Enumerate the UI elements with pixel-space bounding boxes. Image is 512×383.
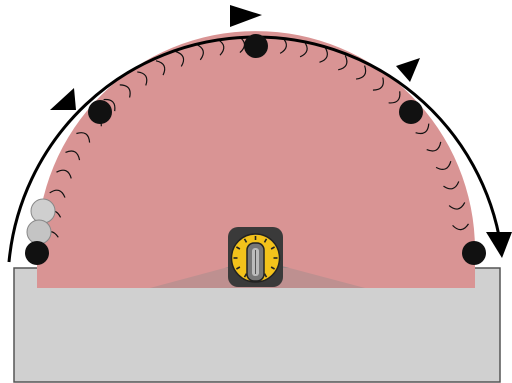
ghost-ball-icon	[27, 220, 51, 244]
ball-icon	[25, 241, 49, 265]
ghost-ball-icon	[31, 199, 55, 223]
arrowhead-icon	[50, 88, 76, 110]
ball-icon	[244, 34, 268, 58]
ball-icon	[399, 100, 423, 124]
ball-icon	[88, 100, 112, 124]
ball-icon	[462, 241, 486, 265]
arrowhead-icon	[396, 58, 420, 82]
arrowhead-icon	[230, 5, 262, 27]
rotary-dial-sensor-icon	[228, 227, 283, 287]
arrowhead-icon	[486, 232, 512, 258]
